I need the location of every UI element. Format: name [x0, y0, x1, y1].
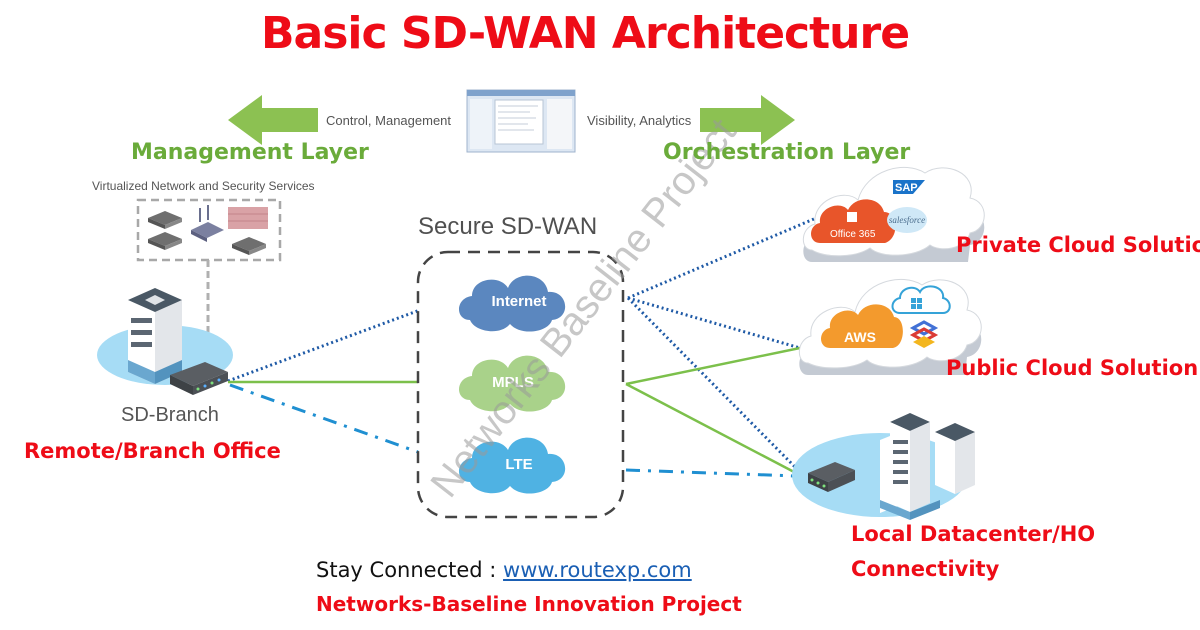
internet-cloud-label: Internet: [491, 293, 546, 310]
lte-cloud-label: LTE: [505, 456, 532, 473]
secure-sdwan-title: Secure SD-WAN: [418, 213, 598, 240]
aws-label: AWS: [844, 329, 876, 345]
branch-router-icon: [170, 362, 228, 395]
diagram-title: Basic SD-WAN Architecture: [260, 8, 910, 59]
firewall-icon: [228, 207, 268, 229]
control-management-caption: Control, Management: [326, 113, 452, 128]
internet-cloud-icon: [458, 275, 566, 332]
datacenter-icon: [792, 413, 975, 520]
management-layer-label: Management Layer: [131, 140, 369, 165]
orchestration-layer-label: Orchestration Layer: [663, 140, 911, 165]
office365-label: Office 365: [830, 229, 876, 240]
public-cloud-label: Public Cloud Solution: [946, 356, 1199, 380]
wireless-router-icon: [191, 205, 224, 242]
private-cloud-icon: Office 365 SAP salesforce: [802, 166, 985, 262]
project-name: Networks-Baseline Innovation Project: [316, 592, 742, 616]
sd-branch-label: SD-Branch: [121, 404, 219, 426]
mpls-public-cloud-link: [625, 346, 801, 386]
mpls-cloud-label: MPLS: [492, 374, 534, 391]
stay-connected-label: Stay Connected :: [316, 558, 504, 582]
azure-windows-icon: [911, 298, 922, 309]
left-arrow-icon: [228, 95, 318, 145]
mpls-cloud-icon: [458, 355, 566, 412]
mpls-datacenter-link: [625, 382, 797, 475]
switch-icon: [148, 211, 182, 229]
switch-icon: [148, 232, 182, 250]
website-link[interactable]: www.routexp.com: [503, 558, 692, 582]
visibility-analytics-caption: Visibility, Analytics: [587, 113, 692, 128]
sap-label: SAP: [895, 182, 918, 194]
public-cloud-icon: AWS: [798, 278, 982, 375]
private-cloud-label: Private Cloud Solution: [956, 233, 1200, 257]
internet-datacenter-link: [626, 296, 800, 472]
datacenter-label-line1: Local Datacenter/HO: [851, 522, 1096, 546]
remote-branch-office-label: Remote/Branch Office: [24, 439, 281, 463]
management-console-icon: [466, 89, 576, 153]
datacenter-label-line2: Connectivity: [851, 557, 1000, 581]
google-cloud-icon: [909, 320, 939, 348]
branch-internet-link: [227, 308, 421, 383]
switch-icon: [232, 237, 266, 255]
lte-datacenter-link: [625, 468, 797, 478]
salesforce-label: salesforce: [889, 215, 925, 225]
right-arrow-icon: [700, 95, 795, 145]
virtual-services-caption: Virtualized Network and Security Service…: [92, 179, 315, 193]
lte-cloud-icon: [458, 437, 566, 494]
stay-connected-line: Stay Connected : www.routexp.com: [316, 558, 692, 582]
branch-lte-link: [229, 383, 419, 454]
datacenter-router-icon: [808, 462, 855, 492]
